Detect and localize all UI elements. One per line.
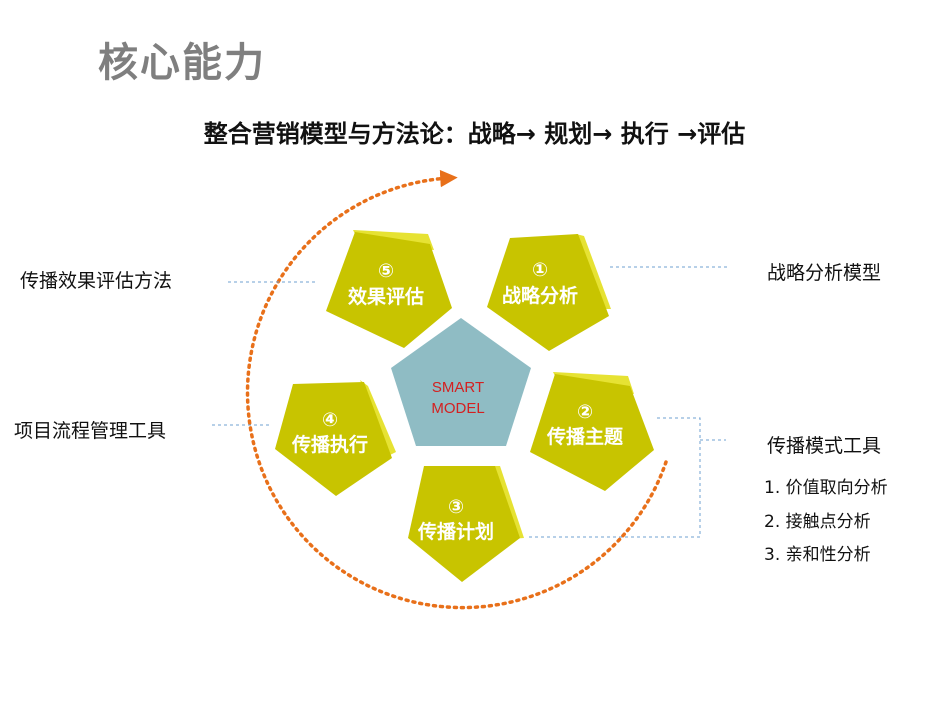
page-title: 核心能力 [98,40,266,86]
step-1-number: ① [532,259,548,281]
connector-lines [212,266,728,538]
pentagon-3-face [408,466,520,582]
center-label-line1: SMART [432,379,484,396]
theme-item-2: 2. 接触点分析 [764,512,871,532]
step-1-label: 战略分析 [502,284,578,307]
step-4-label: 传播执行 [291,433,368,456]
pentagon-2-face [530,374,654,491]
pentagon-1-face [487,234,609,351]
step-4-number: ④ [322,409,338,431]
pentagon-step-1[interactable]: ① 战略分析 [487,234,611,351]
center-label-line2: MODEL [431,400,484,417]
pentagon-step-4[interactable]: ④ 传播执行 [275,380,396,496]
pentagon-5-face [326,232,452,348]
step-3-number: ③ [448,496,464,518]
label-evaluation-method: 传播效果评估方法 [20,270,173,292]
theme-item-1: 1. 价值取向分析 [764,478,888,498]
step-2-number: ② [577,401,593,423]
step-5-label: 效果评估 [348,285,424,308]
label-execution-tool: 项目流程管理工具 [14,420,167,442]
pentagon-step-2[interactable]: ② 传播主题 [530,372,654,491]
step-5-number: ⑤ [378,260,394,282]
pentagon-step-5[interactable]: ⑤ 效果评估 [326,230,452,348]
cycle-arrow [245,169,668,610]
label-strategy-model: 战略分析模型 [767,262,882,284]
pentagon-4-face [275,382,392,496]
label-theme-tool: 传播模式工具 [767,435,882,457]
step-3-label: 传播计划 [417,520,494,543]
subtitle: 整合营销模型与方法论：战略→ 规划→ 执行 →评估 [203,120,746,148]
center-pentagon [391,318,531,446]
pentagon-step-3[interactable]: ③ 传播计划 [408,466,524,582]
theme-item-3: 3. 亲和性分析 [764,545,871,565]
step-2-label: 传播主题 [546,425,623,448]
connector-theme-bracket [527,417,701,538]
